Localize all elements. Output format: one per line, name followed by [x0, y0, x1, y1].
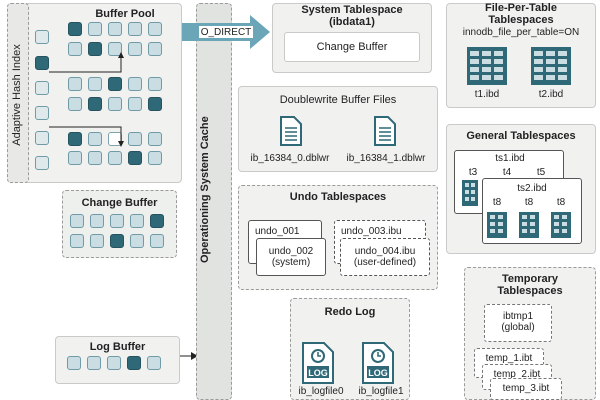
- ts1-label: ts1.ibd: [495, 153, 525, 164]
- temporary-tablespaces-title: Temporary Tablespaces: [497, 273, 563, 297]
- ibtmp1-box: ibtmp1 (global): [484, 304, 552, 342]
- doublewrite-title: Doublewrite Buffer Files: [279, 94, 397, 106]
- ts2-table-2: t8: [556, 197, 566, 208]
- os-cache-column: [196, 3, 232, 400]
- adaptive-hash-index-panel: [7, 3, 29, 183]
- ts1-table-1: t4: [502, 167, 512, 178]
- undo-title: Undo Tablespaces: [289, 191, 387, 203]
- doublewrite-file-1: ib_16384_1.dblwr: [346, 153, 426, 164]
- ts2-table-0: t8: [492, 197, 502, 208]
- log-icon-text: LOG: [368, 368, 388, 378]
- table-icon: [487, 212, 507, 238]
- general-tablespaces-title: General Tablespaces: [466, 130, 576, 142]
- os-cache-label: Operationing System Cache: [199, 116, 211, 263]
- system-change-buffer-box: Change Buffer: [284, 32, 420, 62]
- table-icon: [467, 47, 507, 85]
- document-icon: [280, 116, 302, 146]
- file-per-table-setting: innodb_file_per_table=ON: [462, 27, 580, 38]
- change-buffer-memory-title: Change Buffer: [81, 197, 158, 209]
- doublewrite-panel: [238, 86, 438, 172]
- buffer-pool-pages: [60, 20, 180, 180]
- system-tablespace-title: System Tablespace: [301, 4, 403, 16]
- temp-3-box: temp_3.ibt: [490, 378, 562, 400]
- change-buffer-memory-pages: [62, 214, 177, 254]
- table-icon: [551, 212, 571, 238]
- buffer-pool-title: Buffer Pool: [95, 8, 155, 20]
- o-direct-label: O_DIRECT: [198, 25, 254, 39]
- redo-log-file-1: ib_logfile1: [358, 386, 404, 397]
- ts2-table-1: t8: [524, 197, 534, 208]
- file-per-table-file-0: t1.ibd: [474, 89, 500, 100]
- ts2-label: ts2.ibd: [517, 183, 547, 194]
- ts1-table-2: t5: [536, 167, 546, 178]
- table-icon: [519, 212, 539, 238]
- table-icon: [531, 47, 571, 85]
- redo-log-file-0: ib_logfile0: [298, 386, 344, 397]
- redo-log-title: Redo Log: [324, 306, 376, 318]
- system-tablespace-subtitle: (ibdata1): [329, 16, 375, 28]
- log-buffer-pages: [55, 356, 180, 376]
- doublewrite-file-0: ib_16384_0.dblwr: [250, 153, 330, 164]
- undo-002-box: undo_002 (system): [256, 238, 326, 276]
- ahi-arrows: [49, 52, 124, 147]
- undo-004-box: undo_004.ibu (user-defined): [340, 238, 430, 276]
- file-per-table-title: File-Per-Table Tablespaces: [485, 2, 557, 26]
- log-icon-text: LOG: [308, 368, 328, 378]
- document-icon: [374, 116, 396, 146]
- ahi-cells: [35, 22, 55, 182]
- system-change-buffer-label: Change Buffer: [316, 41, 388, 53]
- table-icon: [462, 180, 478, 206]
- log-buffer-title: Log Buffer: [89, 341, 146, 353]
- ts1-table-0: t3: [468, 167, 478, 178]
- log-file-icon: LOG: [362, 342, 394, 384]
- log-buffer-arrow: [180, 352, 198, 360]
- log-file-icon: LOG: [302, 342, 334, 384]
- file-per-table-file-1: t2.ibd: [538, 89, 564, 100]
